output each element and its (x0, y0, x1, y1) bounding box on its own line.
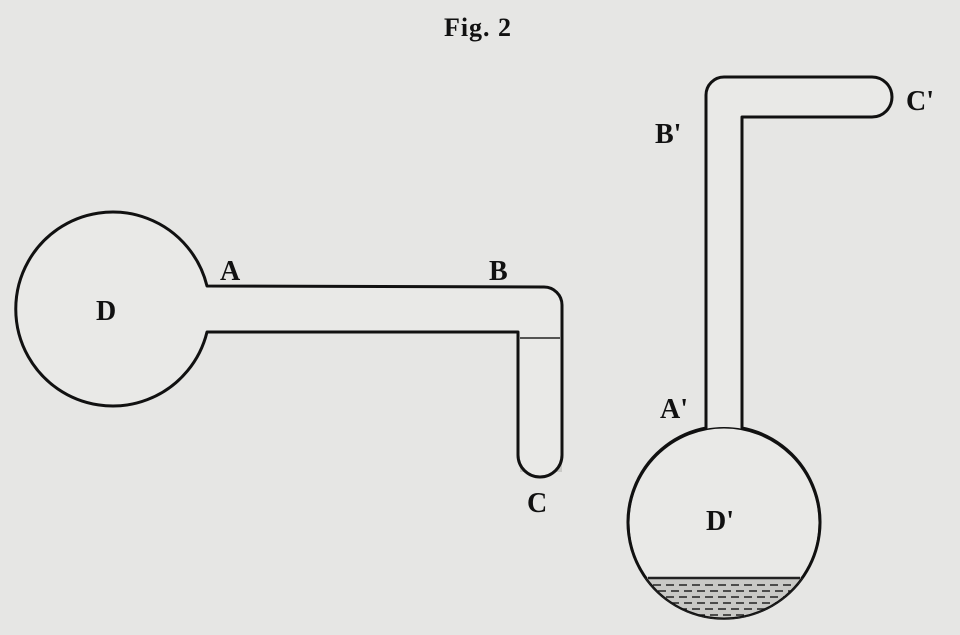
right-label-c: C' (906, 86, 934, 117)
left-label-c: C (527, 488, 547, 519)
left-apparatus: D A B C (14, 210, 564, 519)
right-apparatus: D' A' B' C' (626, 75, 934, 620)
right-label-d: D' (706, 506, 734, 537)
figure-title: Fig. 2 (444, 13, 512, 42)
right-liquid (628, 578, 820, 619)
left-flask-outline (14, 210, 564, 479)
left-label-d: D (96, 296, 116, 327)
left-label-b: B (489, 256, 508, 287)
left-label-a: A (220, 256, 241, 287)
right-label-a: A' (660, 394, 688, 425)
right-flask-outline (626, 75, 894, 620)
right-label-b: B' (655, 119, 681, 150)
